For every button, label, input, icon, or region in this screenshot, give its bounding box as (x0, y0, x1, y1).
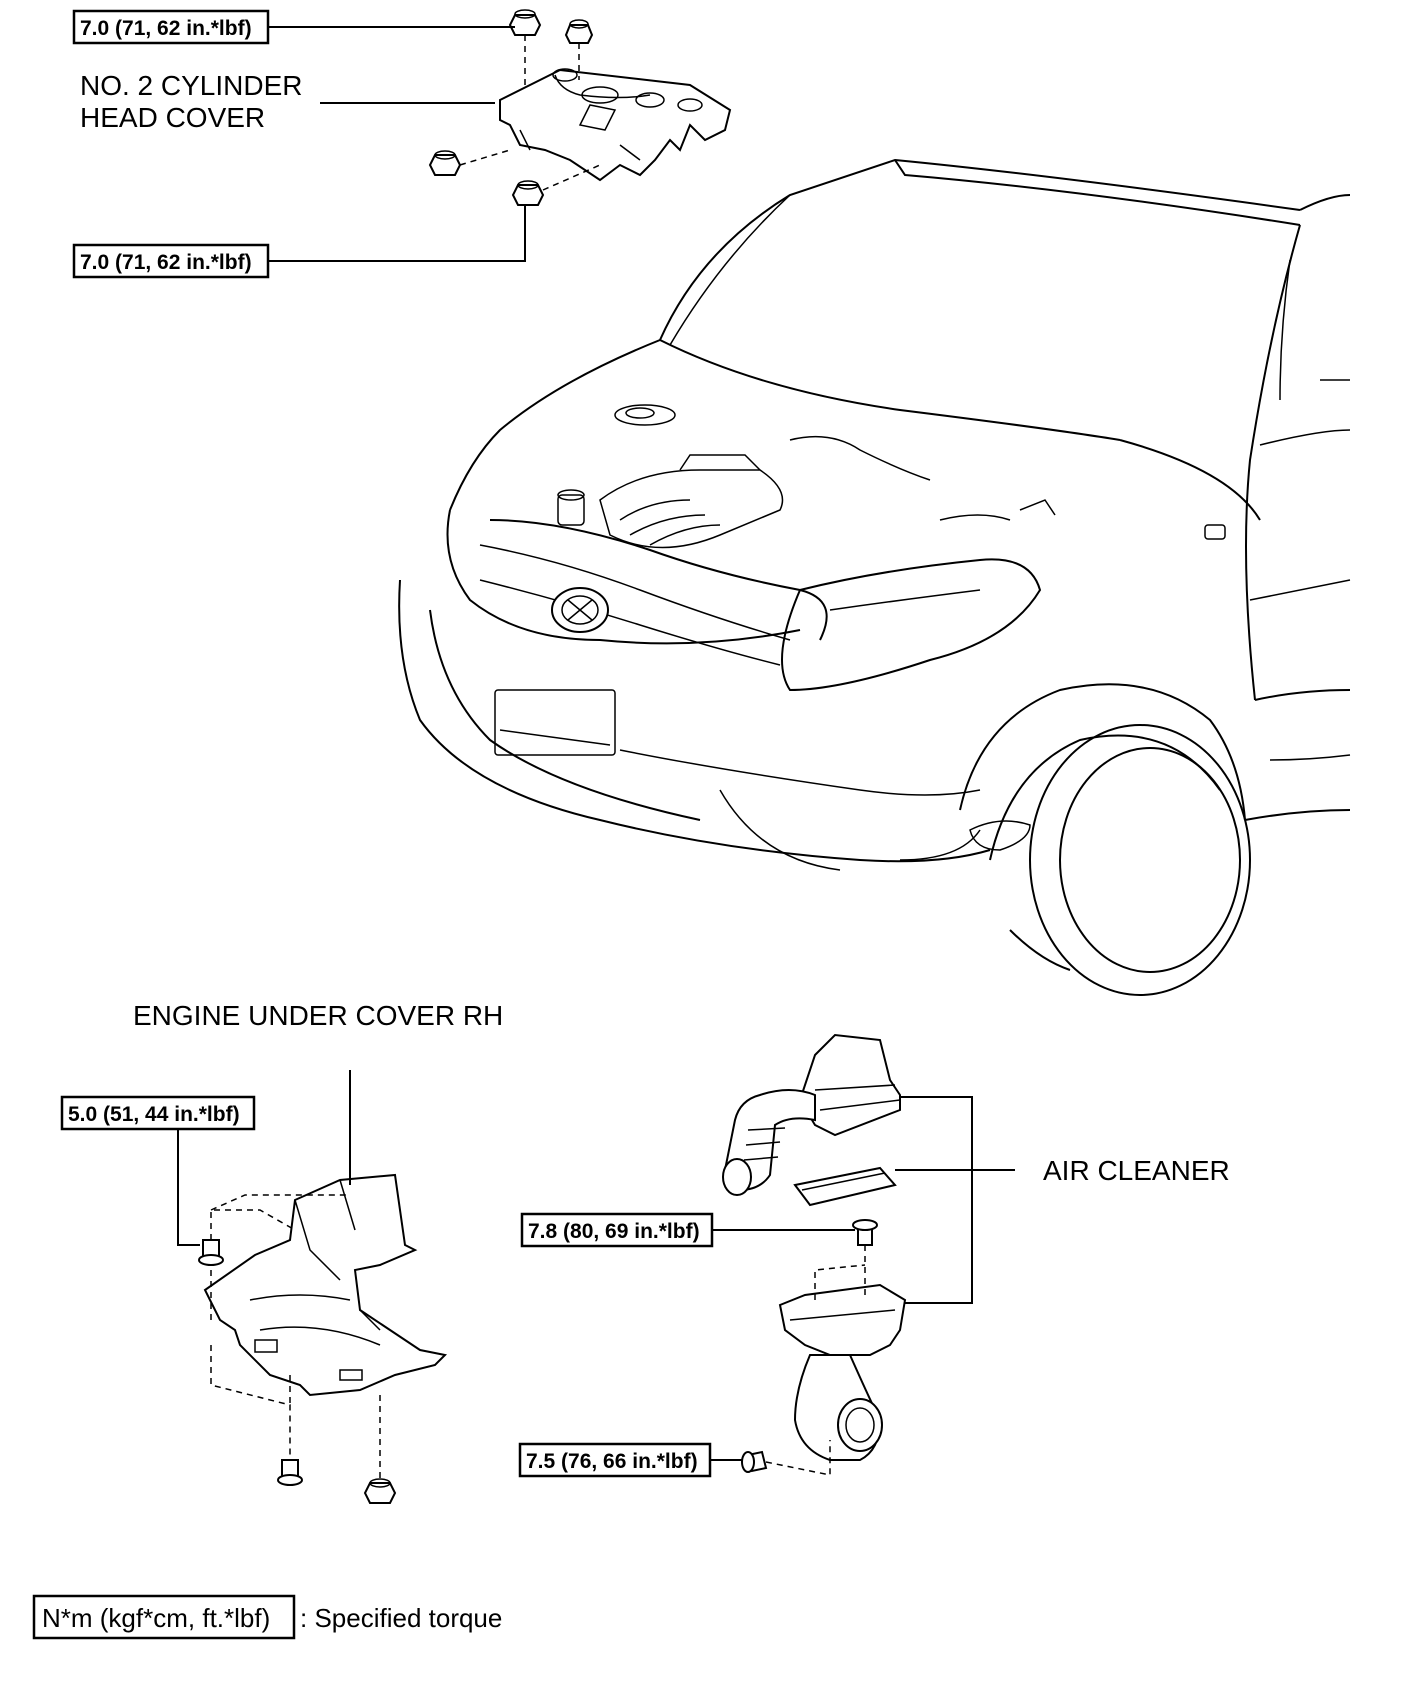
engine-under-cover-illustration (177, 1070, 448, 1504)
torque-box-air-cleaner-upper: 7.8 (80, 69 in.*lbf) (520, 1212, 714, 1248)
torque-value: 7.5 (76, 66 in.*lbf) (526, 1450, 698, 1473)
legend-description: : Specified torque (300, 1603, 502, 1633)
torque-legend: N*m (kgf*cm, ft.*lbf) : Specified torque (32, 1594, 502, 1640)
cylinder-head-cover-label: NO. 2 CYLINDER HEAD COVER (80, 70, 303, 133)
legend-unit-box: N*m (kgf*cm, ft.*lbf) (42, 1603, 270, 1633)
cylinder-head-cover-label-line2: HEAD COVER (80, 102, 265, 133)
torque-value: 7.0 (71, 62 in.*lbf) (80, 17, 252, 40)
torque-value: 7.8 (80, 69 in.*lbf) (528, 1220, 700, 1243)
torque-box-head-cover-bottom: 7.0 (71, 62 in.*lbf) (72, 243, 270, 279)
torque-box-under-cover: 5.0 (51, 44 in.*lbf) (60, 1095, 256, 1131)
cylinder-head-cover-illustration (268, 9, 732, 262)
torque-box-head-cover-top: 7.0 (71, 62 in.*lbf) (72, 9, 270, 45)
torque-value: 7.0 (71, 62 in.*lbf) (80, 251, 252, 274)
torque-value: 5.0 (51, 44 in.*lbf) (68, 1103, 240, 1126)
air-cleaner-illustration (710, 1033, 1015, 1476)
vehicle-illustration (398, 158, 1351, 996)
air-cleaner-label: AIR CLEANER (1043, 1155, 1230, 1186)
engine-under-cover-label: ENGINE UNDER COVER RH (133, 1000, 503, 1031)
torque-box-air-cleaner-lower: 7.5 (76, 66 in.*lbf) (518, 1442, 712, 1478)
cylinder-head-cover-label-line1: NO. 2 CYLINDER (80, 70, 303, 101)
